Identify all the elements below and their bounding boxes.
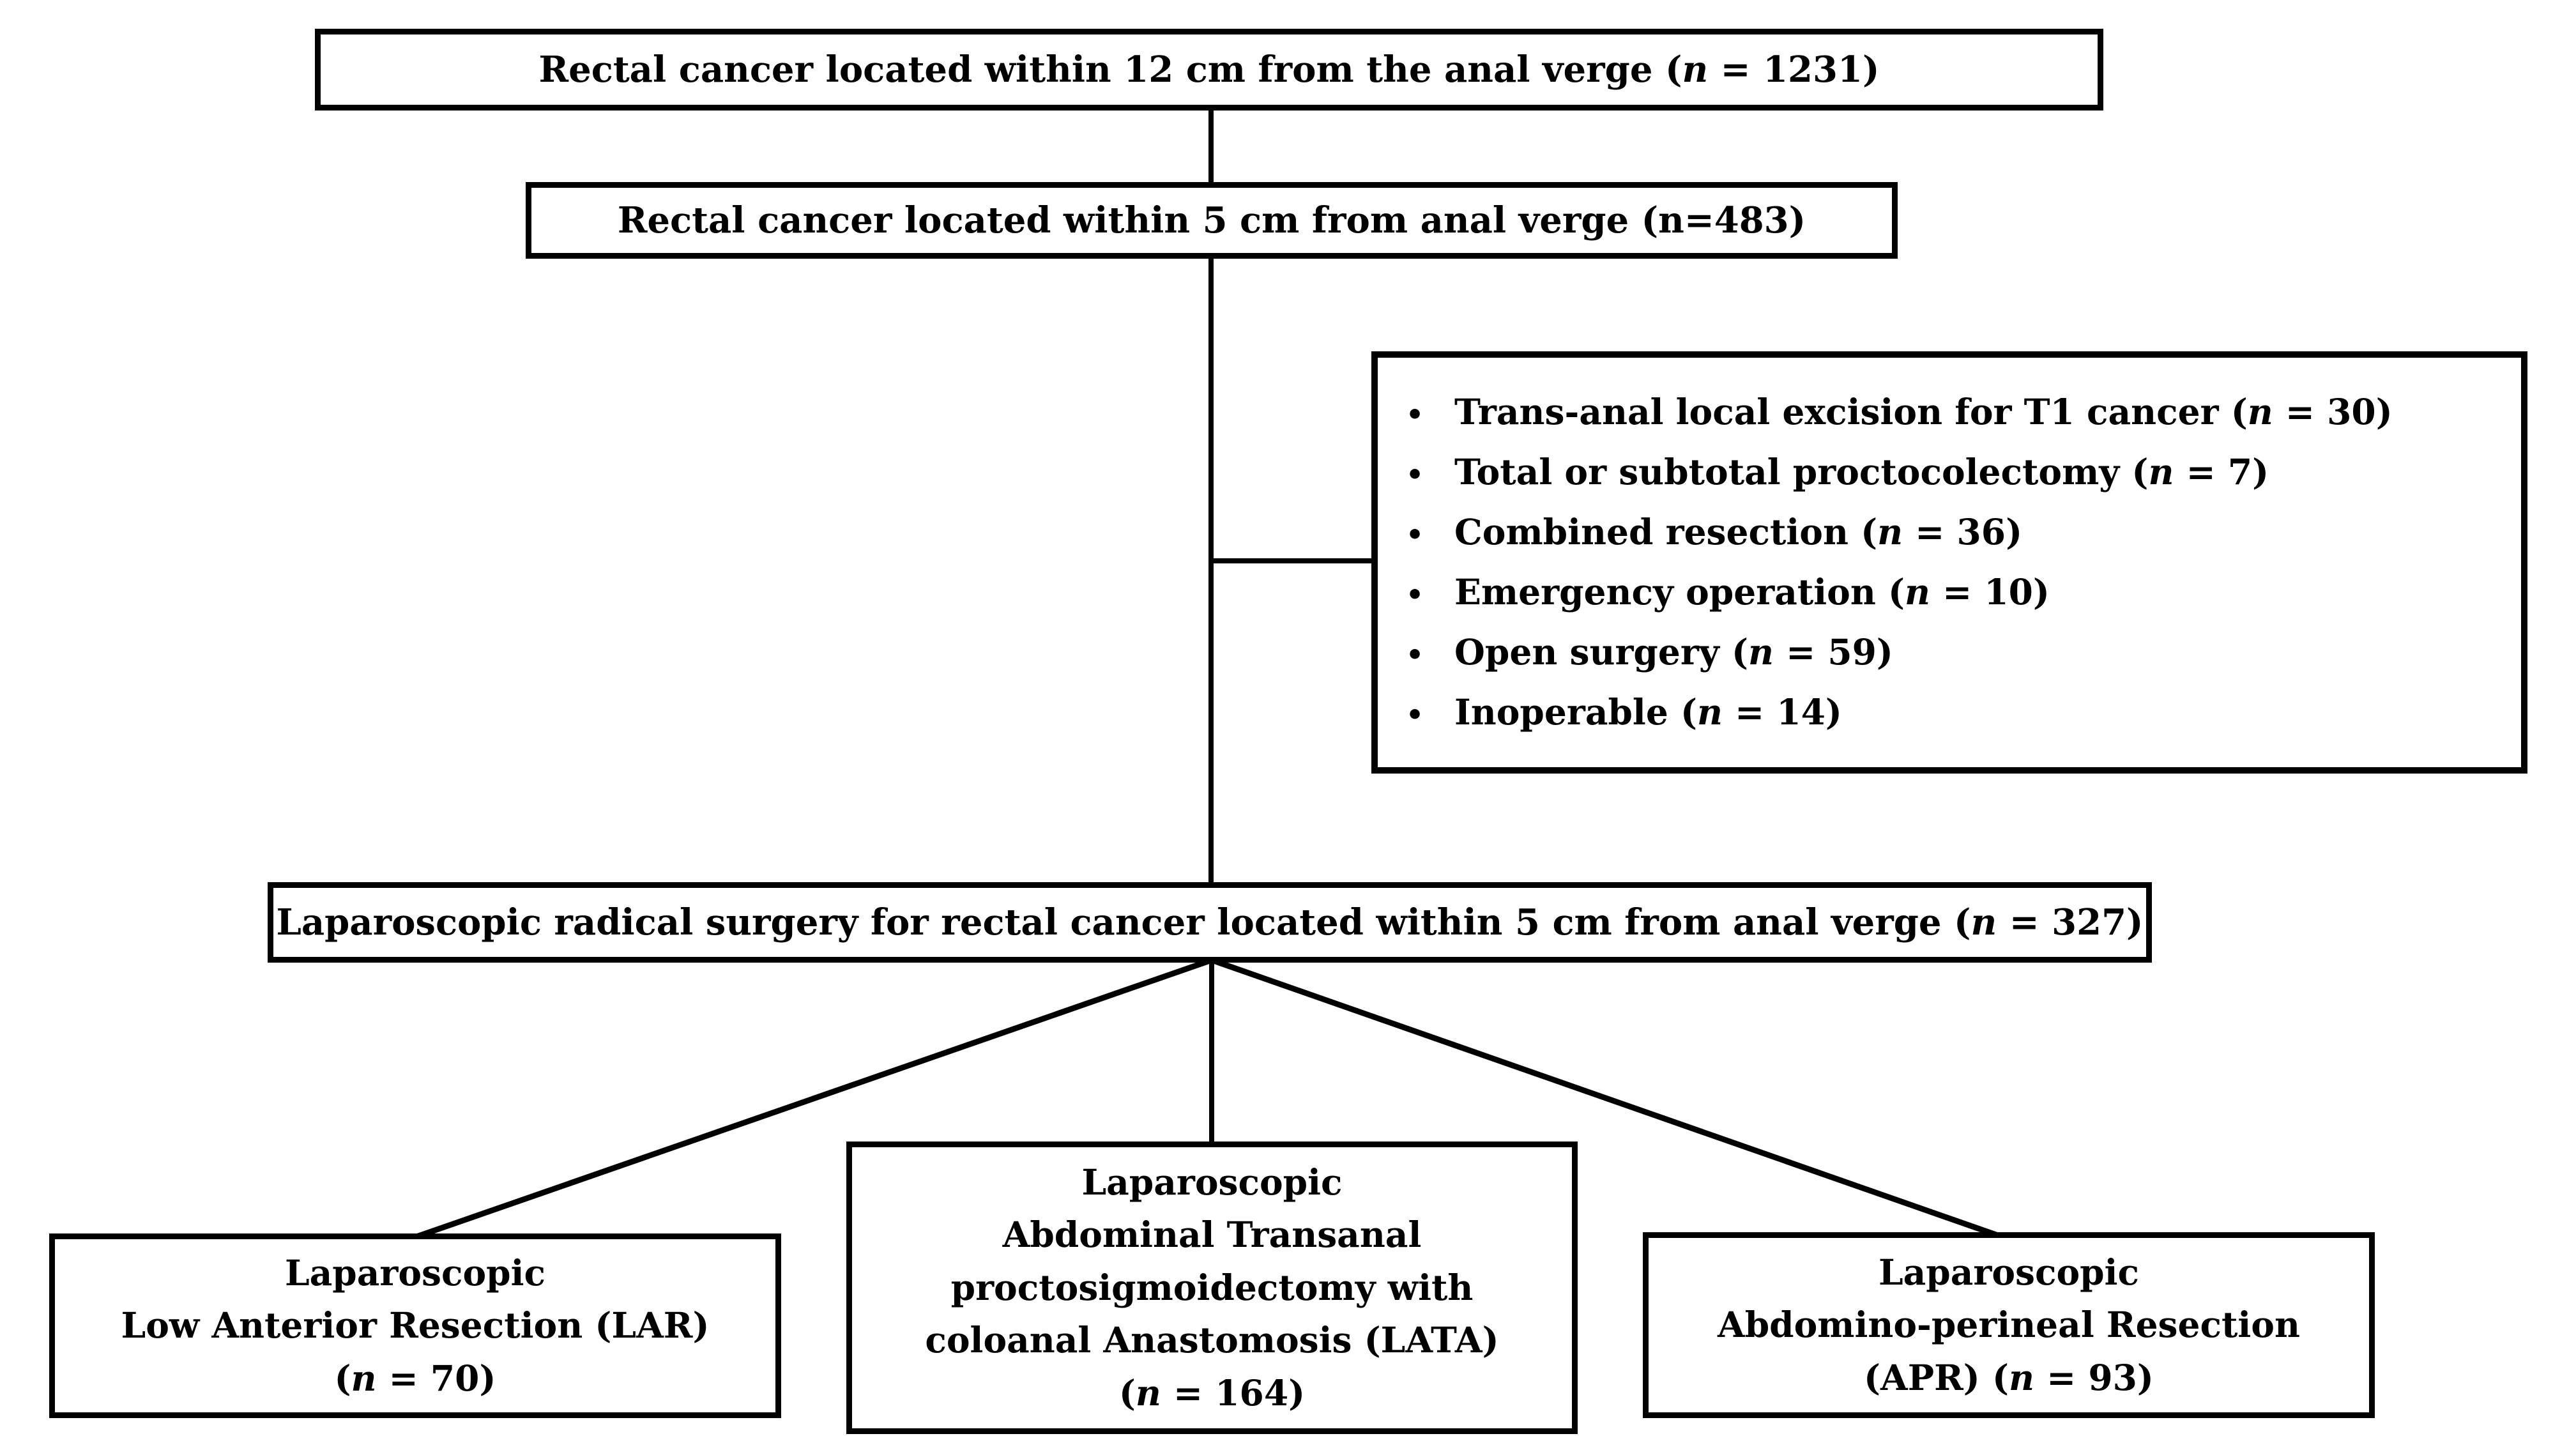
box-rectal-cancer-12cm: Rectal cancer located within 12 cm from … [315,29,2103,111]
box-rectal-cancer-12cm-label: Rectal cancer located within 12 cm from … [538,49,1880,91]
box-laparoscopic-radical-surgery-label: Laparoscopic radical surgery for rectal … [276,901,2144,943]
bullet-icon: • [1406,639,1424,672]
box-rectal-cancer-5cm-label: Rectal cancer located within 5 cm from a… [617,199,1806,241]
exclusion-item-combined-resection: • Combined resection (n = 36) [1406,510,2502,554]
box-lata-line: Abdominal Transanal [1002,1214,1422,1256]
box-lata-line: (n = 164) [1118,1371,1306,1414]
box-apr-line: Abdomino-perineal Resection [1718,1304,2300,1346]
connector-radical-to-apr [1210,957,1999,1239]
box-apr: Laparoscopic Abdomino-perineal Resection… [1643,1232,2375,1418]
exclusion-item-label: Emergency operation (n = 10) [1454,571,2050,613]
exclusion-item-emergency-operation: • Emergency operation (n = 10) [1406,570,2502,615]
box-lar: Laparoscopic Low Anterior Resection (LAR… [49,1233,781,1418]
exclusion-item-inoperable: • Inoperable (n = 14) [1406,691,2502,735]
bullet-icon: • [1406,519,1424,552]
exclusion-item-label: Total or subtotal proctocolectomy (n = 7… [1454,451,2269,493]
box-apr-line: Laparoscopic [1878,1251,2140,1293]
box-apr-line: (APR) (n = 93) [1864,1356,2154,1398]
exclusion-item-label: Combined resection (n = 36) [1454,511,2023,553]
box-rectal-cancer-5cm: Rectal cancer located within 5 cm from a… [526,182,1898,259]
bullet-icon: • [1406,698,1424,731]
connector-radical-to-lar [415,957,1213,1240]
exclusion-item-label: Inoperable (n = 14) [1454,691,1842,733]
box-lata-line: coloanal Anastomosis (LATA) [925,1319,1499,1361]
box-laparoscopic-radical-surgery: Laparoscopic radical surgery for rectal … [268,882,2152,963]
box-exclusions: • Trans-anal local excision for T1 cance… [1371,351,2527,774]
box-lata: Laparoscopic Abdominal Transanal proctos… [846,1141,1578,1434]
box-lar-line: Low Anterior Resection (LAR) [121,1304,710,1347]
bullet-icon: • [1406,579,1424,612]
exclusion-item-open-surgery: • Open surgery (n = 59) [1406,630,2502,675]
exclusion-item-label: Open surgery (n = 59) [1454,631,1893,673]
exclusion-item-proctocolectomy: • Total or subtotal proctocolectomy (n =… [1406,450,2502,494]
box-lata-line: Laparoscopic [1081,1161,1343,1203]
box-lar-line: Laparoscopic [284,1251,546,1294]
exclusion-item-transanal-excision: • Trans-anal local excision for T1 cance… [1406,390,2502,434]
exclusion-item-label: Trans-anal local excision for T1 cancer … [1454,391,2393,433]
bullet-icon: • [1406,399,1424,432]
box-lata-line: proctosigmoidectomy with [950,1266,1474,1308]
box-lar-line: (n = 70) [334,1357,496,1399]
bullet-icon: • [1406,459,1424,492]
